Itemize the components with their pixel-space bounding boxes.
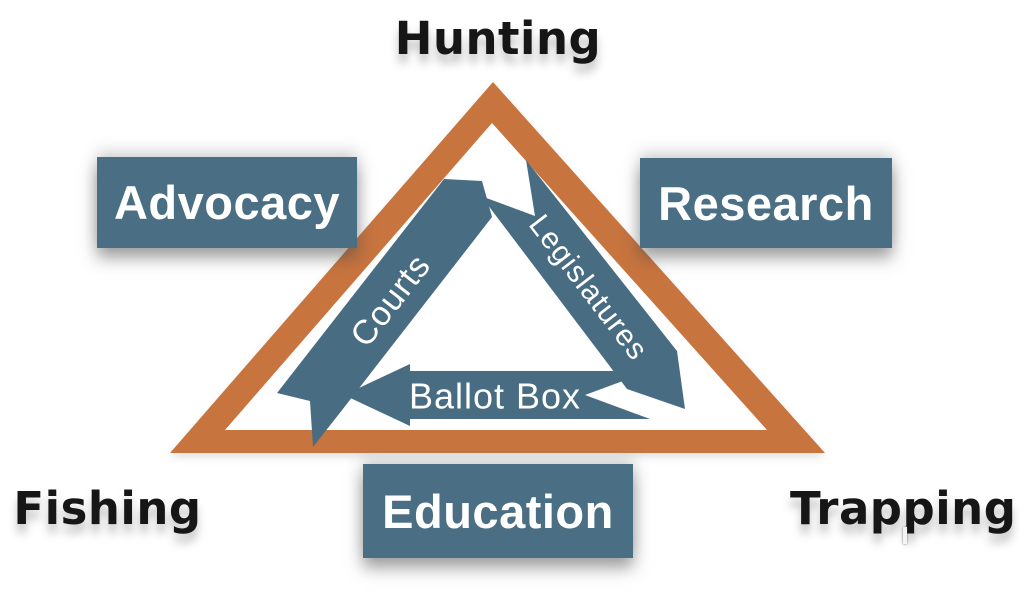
legislatures-ribbon-arrow (481, 160, 685, 409)
ballot-box-ribbon-label: Ballot Box (409, 376, 581, 417)
fishing-label: Fishing (13, 482, 202, 535)
stray-cursor-artifact (903, 527, 907, 544)
advocacy-box-label: Advocacy (113, 176, 341, 229)
research-box-label: Research (658, 176, 874, 230)
research-box: Research (640, 158, 892, 248)
education-box-label: Education (382, 484, 614, 538)
education-box: Education (363, 464, 633, 558)
ballot-box-ribbon-arrow (344, 364, 650, 426)
courts-ribbon-arrow (277, 179, 492, 447)
trapping-label: Trapping (790, 482, 1017, 535)
hunting-label: Hunting (394, 12, 602, 65)
advocacy-box: Advocacy (97, 157, 357, 248)
